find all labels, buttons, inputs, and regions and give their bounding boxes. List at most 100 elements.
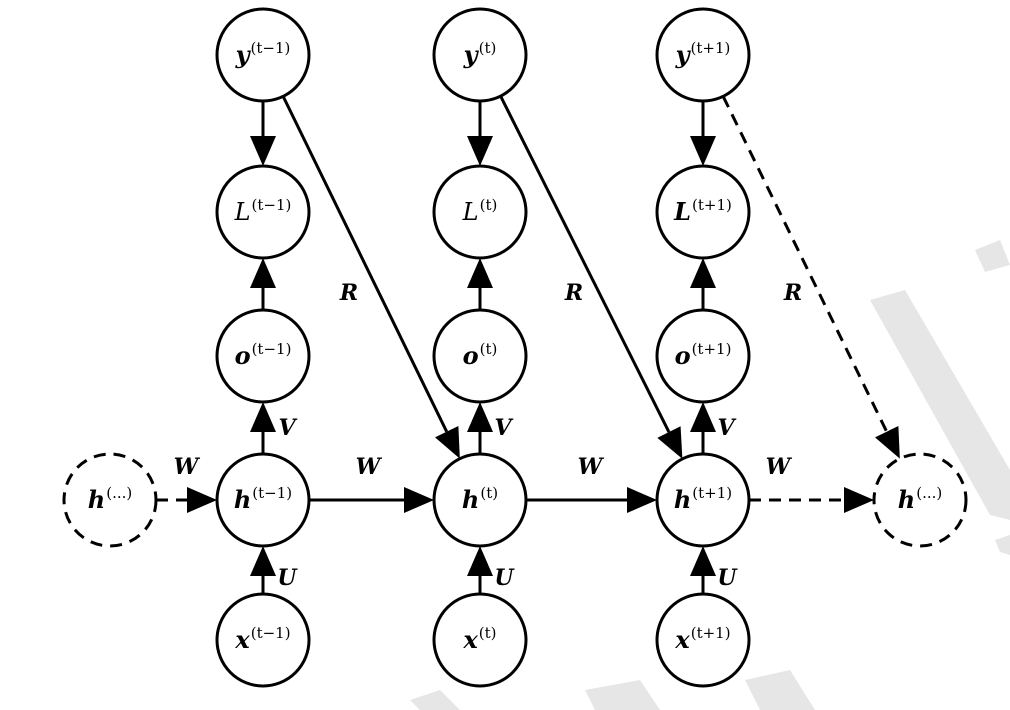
edge-label-U: U xyxy=(494,565,515,591)
edge-R-next xyxy=(721,95,900,459)
node-superscript: (t) xyxy=(480,196,498,214)
node-o-prev: o(t−1) xyxy=(215,308,311,404)
nodes: y(t−1)y(t)y(t+1)L(t−1)L(t)L(t+1)o(t−1)o(… xyxy=(62,7,968,688)
edge-U-next xyxy=(690,546,716,594)
node-symbol: L xyxy=(673,197,691,226)
node-h-next: h(t+1) xyxy=(655,452,751,548)
edge-y-to-L-prev xyxy=(250,101,276,166)
edge-R-next-arrowhead xyxy=(875,425,900,459)
watermark-shape xyxy=(410,690,460,710)
node-superscript: (t−1) xyxy=(252,340,292,358)
node-circle xyxy=(655,592,751,688)
edge-R-prev-arrowhead xyxy=(435,425,460,459)
edge-U-prev xyxy=(250,546,276,594)
node-superscript: (t+1) xyxy=(692,484,732,502)
node-superscript: (...) xyxy=(106,484,132,502)
node-label: h(t−1) xyxy=(234,484,292,514)
edge-y-to-L-t xyxy=(467,101,493,166)
watermark-shape xyxy=(870,290,1010,520)
node-superscript: (...) xyxy=(916,484,942,502)
watermark-shape xyxy=(585,680,660,710)
edge-W-left-arrowhead xyxy=(187,487,217,513)
node-L-next: L(t+1) xyxy=(655,164,751,260)
node-circle xyxy=(215,308,311,404)
node-superscript: (t+1) xyxy=(691,39,731,57)
node-superscript: (t−1) xyxy=(252,196,292,214)
watermark-shape xyxy=(975,240,1010,272)
node-label: o(t−1) xyxy=(235,340,292,370)
edge-label-U: U xyxy=(717,565,738,591)
node-circle xyxy=(432,308,528,404)
node-label: y(t+1) xyxy=(675,39,731,69)
edge-o-to-L-t xyxy=(467,258,493,310)
node-superscript: (t) xyxy=(480,340,498,358)
node-h-left: h(...) xyxy=(62,452,158,548)
node-label: x(t−1) xyxy=(234,624,290,654)
node-symbol: h xyxy=(898,485,915,514)
node-symbol: y xyxy=(675,40,692,69)
node-circle xyxy=(872,452,968,548)
node-label: h(t) xyxy=(462,484,498,514)
edge-label-U: U xyxy=(277,565,298,591)
edge-U-t-arrowhead xyxy=(467,546,493,576)
node-L-t: L(t) xyxy=(432,164,528,260)
node-symbol: x xyxy=(462,625,478,654)
edge-label-W: W xyxy=(578,454,605,480)
edge-W-right-arrowhead xyxy=(844,487,874,513)
node-label: x(t+1) xyxy=(674,624,730,654)
node-h-right: h(...) xyxy=(872,452,968,548)
node-symbol: L xyxy=(462,198,479,226)
node-circle xyxy=(432,7,528,103)
node-symbol: y xyxy=(235,40,252,69)
node-symbol: h xyxy=(88,485,105,514)
node-symbol: y xyxy=(463,40,480,69)
edge-V-next-arrowhead xyxy=(690,402,716,432)
node-circle xyxy=(432,452,528,548)
edge-o-to-L-next-arrowhead xyxy=(690,258,716,288)
edge-R-t xyxy=(499,95,683,459)
edge-o-to-L-prev-arrowhead xyxy=(250,258,276,288)
node-superscript: (t+1) xyxy=(692,196,732,214)
edge-o-to-L-prev xyxy=(250,258,276,310)
node-circle xyxy=(432,592,528,688)
watermark-shape xyxy=(995,535,1010,555)
node-symbol: h xyxy=(462,485,479,514)
edge-V-next xyxy=(690,402,716,454)
node-superscript: (t+1) xyxy=(691,624,731,642)
edge-label-W: W xyxy=(766,454,793,480)
edge-W-right xyxy=(749,487,874,513)
edge-label-W: W xyxy=(356,454,383,480)
node-label: y(t−1) xyxy=(235,39,291,69)
node-symbol: h xyxy=(674,485,691,514)
edge-R-t-arrowhead xyxy=(657,426,683,459)
node-label: h(...) xyxy=(898,484,942,514)
edge-V-t xyxy=(467,402,493,454)
node-superscript: (t−1) xyxy=(251,39,291,57)
node-circle xyxy=(215,592,311,688)
node-symbol: o xyxy=(463,341,479,370)
edge-V-prev-arrowhead xyxy=(250,402,276,432)
edge-label-W: W xyxy=(174,454,201,480)
node-circle xyxy=(655,452,751,548)
node-label: o(t) xyxy=(463,340,498,370)
node-label: o(t+1) xyxy=(675,340,732,370)
node-x-prev: x(t−1) xyxy=(215,592,311,688)
edge-W-t xyxy=(526,487,657,513)
edge-y-to-L-prev-arrowhead xyxy=(250,136,276,166)
node-superscript: (t) xyxy=(480,484,498,502)
edges xyxy=(156,95,900,594)
edge-U-next-arrowhead xyxy=(690,546,716,576)
edge-y-to-L-next-arrowhead xyxy=(690,136,716,166)
node-L-prev: L(t−1) xyxy=(215,164,311,260)
node-symbol: x xyxy=(674,625,690,654)
node-label: L(t) xyxy=(462,196,498,226)
edge-U-prev-arrowhead xyxy=(250,546,276,576)
node-o-next: o(t+1) xyxy=(655,308,751,404)
edge-label-R: R xyxy=(564,280,583,306)
node-superscript: (t+1) xyxy=(692,340,732,358)
edge-label-V: V xyxy=(494,415,513,441)
edge-o-to-L-t-arrowhead xyxy=(467,258,493,288)
node-h-t: h(t) xyxy=(432,452,528,548)
